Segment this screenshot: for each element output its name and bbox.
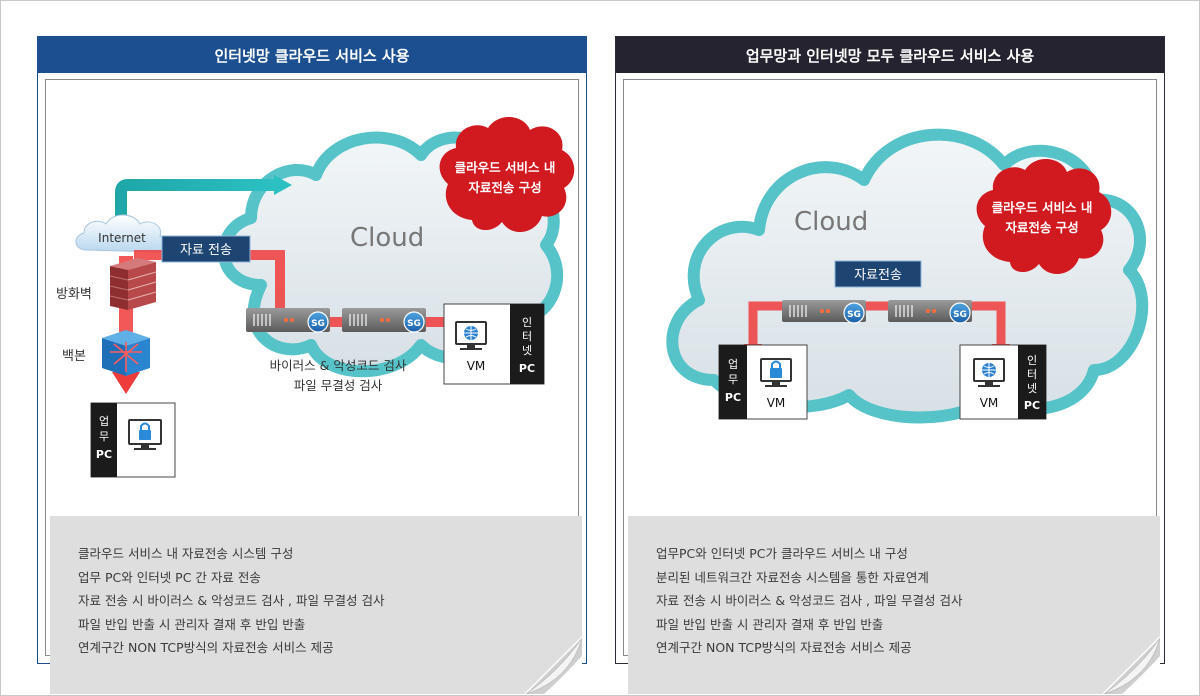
right-panel-body: Cloud 클라우드 서비스 내 자료전송 구성 자료전송 (623, 79, 1157, 656)
svg-text:SG: SG (407, 319, 421, 329)
svg-text:SG: SG (847, 310, 861, 320)
left-diagram: Cloud 클라우드 서비스 내 자료전송 구성 Internet (46, 80, 578, 510)
internet-cloud-icon: Internet (76, 215, 170, 252)
firewall-icon (110, 258, 156, 310)
work-pc-vm: 업 무 PC VM (719, 345, 807, 419)
firewall-label: 방화벽 (56, 287, 92, 302)
sg-badge-2: SG (950, 303, 970, 323)
page-curl-icon (1102, 636, 1160, 694)
bubble-badge: 클라우드 서비스 내 자료전송 구성 (977, 159, 1112, 274)
left-panel: 인터넷망 클라우드 서비스 사용 Cloud 클라우드 서비스 내 자료전송 구… (37, 36, 587, 664)
svg-text:업: 업 (99, 415, 109, 428)
svg-text:넷: 넷 (522, 344, 532, 357)
internet-pc-vm: 인 터 넷 PC VM (960, 345, 1046, 419)
svg-text:터: 터 (1027, 368, 1037, 381)
svg-text:SG: SG (953, 310, 967, 320)
left-feature-box: 클라우드 서비스 내 자료전송 시스템 구성 업무 PC와 인터넷 PC 간 자… (50, 516, 582, 694)
svg-text:PC: PC (725, 391, 741, 404)
feature-item: 연계구간 NON TCP방식의 자료전송 서비스 제공 (656, 636, 962, 660)
svg-text:인: 인 (522, 316, 532, 329)
svg-text:무: 무 (99, 430, 109, 443)
cloud-label: Cloud (794, 207, 868, 237)
scan-line-2: 파일 무결성 검사 (294, 378, 383, 393)
vm-label: VM (467, 359, 486, 373)
feature-item: 업무 PC와 인터넷 PC 간 자료 전송 (78, 566, 384, 590)
sg-badge-2: SG (404, 312, 424, 332)
left-panel-body: Cloud 클라우드 서비스 내 자료전송 구성 Internet (45, 79, 579, 656)
svg-text:넷: 넷 (1027, 382, 1037, 395)
right-feature-box: 업무PC와 인터넷 PC가 클라우드 서비스 내 구성 분리된 네트워크간 자료… (628, 516, 1160, 694)
feature-item: 파일 반입 반출 시 관리자 결재 후 반입 반출 (78, 613, 384, 637)
scan-line-1: 바이러스 & 악성코드 검사 (270, 358, 407, 373)
right-feature-list: 업무PC와 인터넷 PC가 클라우드 서비스 내 구성 분리된 네트워크간 자료… (656, 542, 962, 660)
right-panel-title: 업무망과 인터넷망 모두 클라우드 서비스 사용 (616, 37, 1164, 73)
svg-text:PC: PC (1024, 399, 1040, 412)
feature-item: 클라우드 서비스 내 자료전송 시스템 구성 (78, 542, 384, 566)
backbone-label: 백본 (62, 349, 86, 364)
bubble-badge: 클라우드 서비스 내 자료전송 구성 (440, 117, 575, 232)
svg-text:PC: PC (519, 362, 535, 375)
feature-item: 연계구간 NON TCP방식의 자료전송 서비스 제공 (78, 636, 384, 660)
sg-badge-1: SG (844, 303, 864, 323)
feature-item: 업무PC와 인터넷 PC가 클라우드 서비스 내 구성 (656, 542, 962, 566)
bubble-line-1: 클라우드 서비스 내 (455, 160, 556, 175)
feature-item: 자료 전송 시 바이러스 & 악성코드 검사 , 파일 무결성 검사 (78, 589, 384, 613)
transfer-label: 자료전송 (854, 268, 902, 283)
svg-text:업: 업 (728, 358, 738, 371)
sg-badge-1: SG (308, 312, 328, 332)
transfer-box: 자료 전송 (162, 236, 250, 262)
backbone-icon (102, 330, 150, 376)
feature-item: 분리된 네트워크간 자료전송 시스템을 통한 자료연계 (656, 566, 962, 590)
vm-label: VM (767, 396, 786, 410)
svg-text:PC: PC (96, 448, 112, 461)
feature-item: 파일 반입 반출 시 관리자 결재 후 반입 반출 (656, 613, 962, 637)
svg-text:인: 인 (1027, 354, 1037, 367)
feature-item: 자료 전송 시 바이러스 & 악성코드 검사 , 파일 무결성 검사 (656, 589, 962, 613)
internet-pc-vm: 인 터 넷 PC VM (444, 304, 544, 384)
right-panel: 업무망과 인터넷망 모두 클라우드 서비스 사용 Cloud 클라우드 서비스 … (615, 36, 1165, 664)
internet-label: Internet (98, 231, 146, 245)
bubble-line-2: 자료전송 구성 (1005, 220, 1078, 235)
svg-text:터: 터 (522, 330, 532, 343)
bubble-line-2: 자료전송 구성 (468, 180, 541, 195)
transfer-label: 자료 전송 (180, 243, 232, 258)
bubble-line-1: 클라우드 서비스 내 (992, 200, 1093, 215)
left-feature-list: 클라우드 서비스 내 자료전송 시스템 구성 업무 PC와 인터넷 PC 간 자… (78, 542, 384, 660)
right-diagram: Cloud 클라우드 서비스 내 자료전송 구성 자료전송 (624, 80, 1156, 510)
page-curl-icon (524, 636, 582, 694)
svg-text:SG: SG (311, 319, 325, 329)
work-pc: 업 무 PC (91, 403, 175, 477)
left-panel-title: 인터넷망 클라우드 서비스 사용 (38, 37, 586, 73)
transfer-box: 자료전송 (835, 261, 921, 287)
svg-text:무: 무 (728, 373, 738, 386)
vm-label: VM (980, 396, 999, 410)
cloud-label: Cloud (350, 223, 424, 253)
